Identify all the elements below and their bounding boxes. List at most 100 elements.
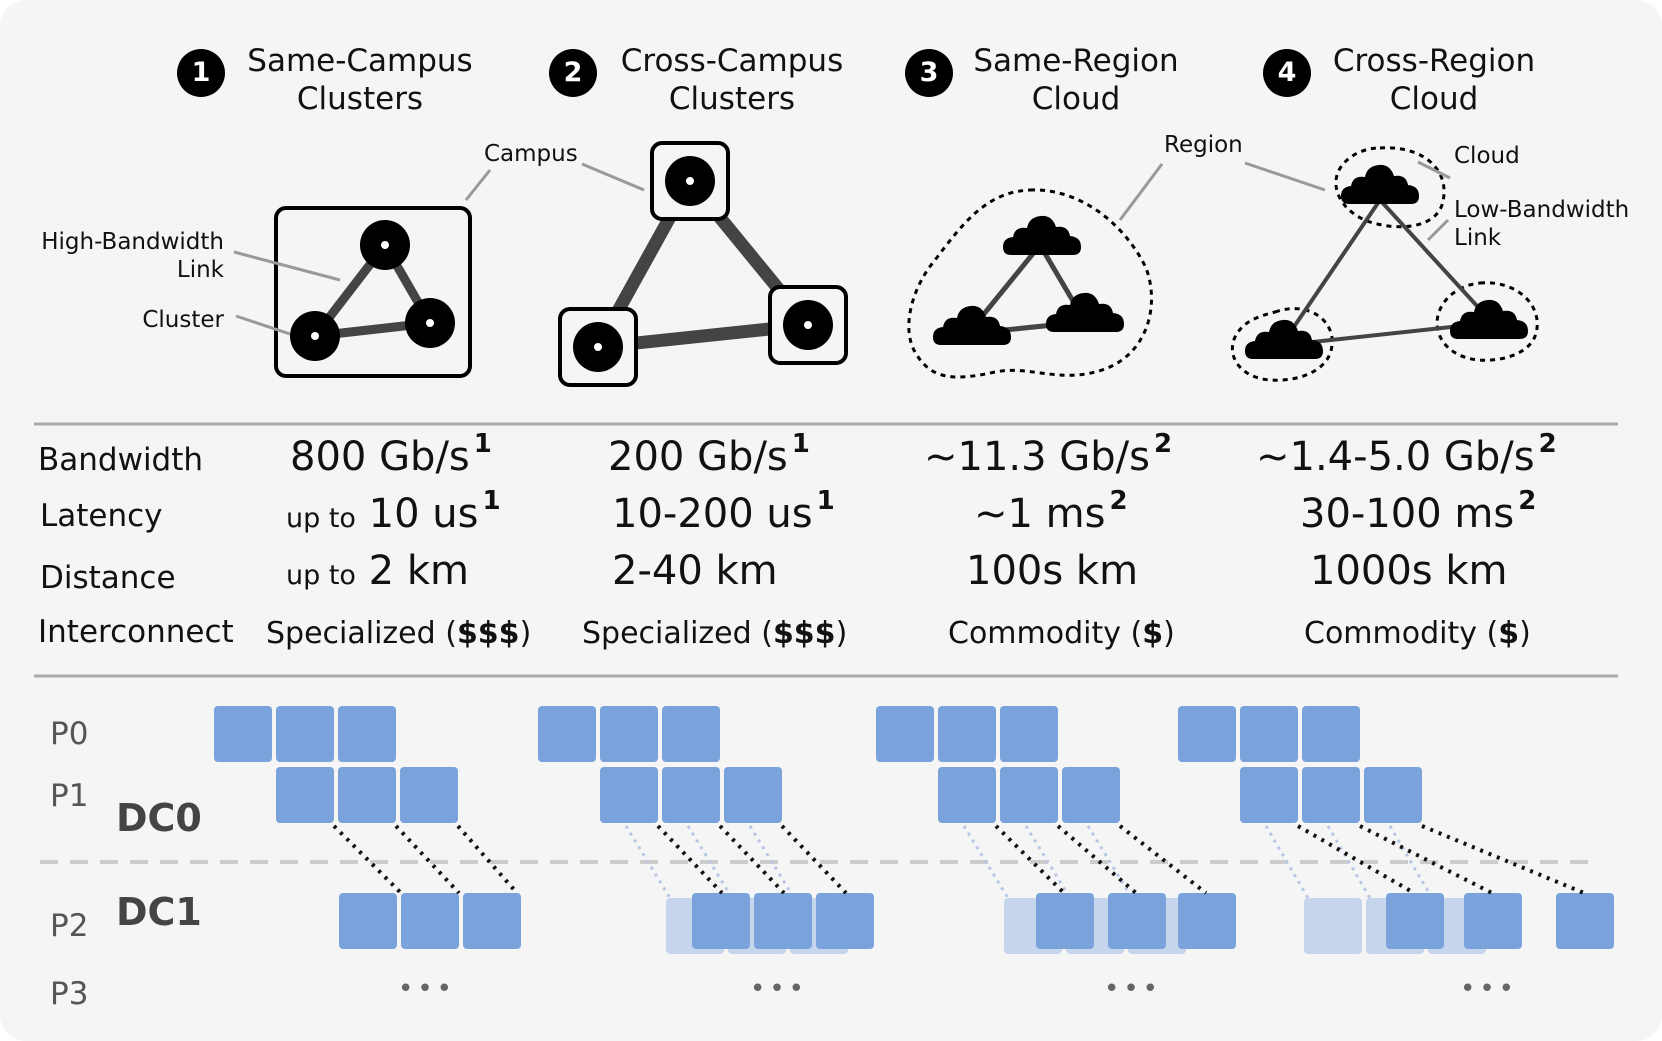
dependency-link (1421, 824, 1585, 895)
p2-block (463, 893, 521, 949)
p1-block (662, 767, 720, 823)
low-bandwidth-link-annotation: Low-Bandwidth Link (1454, 197, 1630, 251)
campus-annotation: Campus (484, 141, 578, 167)
interconnect-value: Specialized ($$$) (582, 616, 848, 651)
light-dependency-link (1388, 825, 1434, 899)
ellipsis: ••• (1104, 974, 1163, 1004)
region-annotation: Region (1164, 132, 1243, 158)
dependency-link (994, 824, 1066, 895)
number-badge-label: 4 (1277, 57, 1297, 88)
p2-block (1108, 893, 1166, 949)
scenario-title-line1: Same-Region (973, 43, 1179, 79)
distance-value: 1000s km (1310, 548, 1508, 594)
p2-block (754, 893, 812, 949)
dependency-link (1118, 824, 1208, 895)
distance-value: 100s km (966, 548, 1139, 594)
p1-block (724, 767, 782, 823)
cloud-annotation: Cloud (1454, 143, 1520, 169)
p2-block (1386, 893, 1444, 949)
cloud-icon (1046, 292, 1124, 332)
p1-block (1240, 767, 1298, 823)
light-dependency-link (962, 825, 1010, 899)
cluster-node (405, 298, 455, 348)
number-badge-1 (177, 49, 225, 97)
cluster-node (783, 300, 833, 350)
datacenter-label-dc1: DC1 (116, 890, 202, 934)
p0-block (338, 706, 396, 762)
dependency-link (780, 824, 848, 895)
cluster-annotation: Cluster (142, 307, 224, 333)
scenario-title-line2: Clusters (668, 81, 796, 117)
dependency-link (718, 824, 786, 895)
stage-label-p3: P3 (50, 976, 89, 1012)
stage-label-p0: P0 (50, 716, 89, 752)
light-dependency-link (1086, 825, 1134, 899)
p0-block (876, 706, 934, 762)
p1-block (338, 767, 396, 823)
p1-block (276, 767, 334, 823)
pipeline-schedule (214, 706, 1614, 954)
cross-region-diagram (1230, 146, 1539, 382)
p1-block (1000, 767, 1058, 823)
stage-label-p1: P1 (50, 778, 89, 814)
p2-block (1464, 893, 1522, 949)
light-dependency-link (624, 825, 672, 899)
dependency-link (332, 824, 403, 895)
p2-block (401, 893, 459, 949)
cloud-icon (1341, 164, 1419, 204)
p0-block (662, 706, 720, 762)
p0-block (1000, 706, 1058, 762)
row-label-interconnect: Interconnect (38, 614, 234, 650)
scenario-title-line2: Cloud (1031, 81, 1121, 117)
ellipsis: ••• (1460, 974, 1519, 1004)
light-dependency-link (1326, 825, 1372, 899)
row-label-distance: Distance (40, 560, 176, 596)
p2-block (339, 893, 397, 949)
scenario-title-line1: Cross-Campus (620, 43, 844, 79)
p1-block (400, 767, 458, 823)
p0-block (538, 706, 596, 762)
number-badge-4 (1263, 49, 1311, 97)
p1-block (1302, 767, 1360, 823)
ellipsis: ••• (398, 974, 457, 1004)
light-dependency-link (686, 825, 734, 899)
p0-block (276, 706, 334, 762)
ellipsis: ••• (750, 974, 809, 1004)
row-label-bandwidth: Bandwidth (38, 442, 204, 478)
cloud-icon (933, 305, 1011, 345)
datacenter-label-dc0: DC0 (116, 796, 202, 840)
high-bandwidth-link-annotation: High-Bandwidth Link (41, 229, 224, 283)
p1-block (938, 767, 996, 823)
same-region-diagram (907, 163, 1164, 379)
dependency-link (656, 824, 724, 895)
p2-block (1556, 893, 1614, 949)
light-dependency-link (748, 825, 796, 899)
p0-block (1302, 706, 1360, 762)
interconnect-value: Commodity ($) (1304, 616, 1531, 651)
cloud-icon (1003, 215, 1081, 255)
number-badge-2 (549, 49, 597, 97)
distance-value: up to 2 km (286, 548, 469, 594)
same-campus-diagram (233, 169, 492, 378)
cluster-node (665, 156, 715, 206)
dependency-link (456, 824, 519, 895)
row-label-latency: Latency (40, 498, 163, 534)
light-dependency-link (1024, 825, 1072, 899)
p0-block (938, 706, 996, 762)
p2-block (1036, 893, 1094, 949)
scenario-title-line1: Same-Campus (247, 43, 473, 79)
p1-block (1364, 767, 1422, 823)
cloud-icon (1245, 319, 1323, 359)
dependency-link (1056, 824, 1138, 895)
number-badge-label: 2 (563, 57, 583, 88)
p2-block (1178, 893, 1236, 949)
scenario-title-line2: Cloud (1389, 81, 1479, 117)
